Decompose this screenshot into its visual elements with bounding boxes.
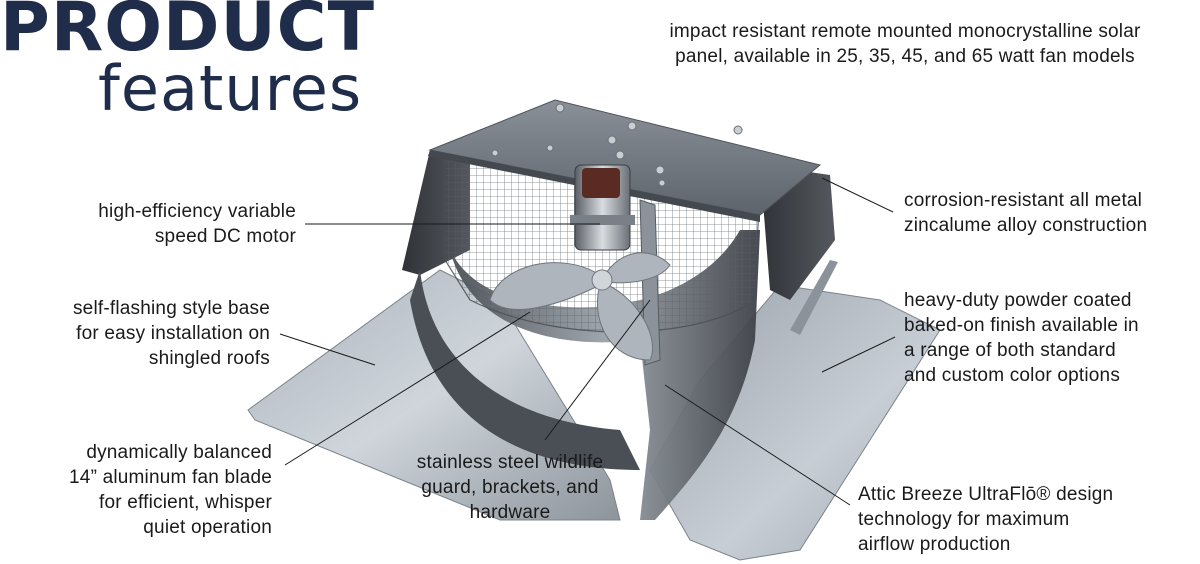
callout-wildlife-guard-line-1: stainless steel wildlife [416, 452, 604, 473]
callout-base-line-1: self-flashing style base [72, 298, 270, 319]
callout-wildlife-guard: stainless steel wildlife guard, brackets… [385, 450, 635, 525]
callout-solar-panel: impact resistant remote mounted monocrys… [615, 19, 1195, 69]
leader-lines [279, 177, 896, 506]
callout-construction-line-1: corrosion-resistant all metal [904, 190, 1143, 211]
callout-fan-blade-line-2: 14” aluminum fan blade [69, 467, 272, 488]
callout-wildlife-guard-line-2: guard, brackets, and [421, 477, 599, 498]
callout-wildlife-guard-line-3: hardware [469, 502, 551, 523]
callout-base-line-2: for easy installation on [76, 323, 270, 344]
callout-design-line-2: technology for maximum [858, 509, 1070, 530]
callout-finish-line-2: baked-on finish available in [904, 315, 1139, 336]
callout-fan-blade-line-4: quiet operation [143, 517, 272, 538]
callout-solar-panel-line-1: impact resistant remote mounted monocrys… [669, 21, 1141, 42]
callout-base-line-3: shingled roofs [148, 348, 270, 369]
flashing-base-left [247, 269, 621, 521]
hood-top [428, 99, 822, 216]
callout-finish: heavy-duty powder coated baked-on finish… [904, 288, 1194, 388]
bolts [491, 103, 743, 187]
callout-motor-line-1: high-efficiency variable [98, 201, 296, 222]
callout-motor: high-efficiency variable speed DC motor [30, 199, 296, 249]
callout-base: self-flashing style base for easy instal… [20, 296, 270, 371]
fan-blade [489, 252, 671, 361]
callout-motor-line-2: speed DC motor [154, 226, 296, 247]
callout-construction-line-2: zincalume alloy construction [904, 215, 1148, 236]
callout-design: Attic Breeze UltraFlō® design technology… [858, 482, 1188, 557]
callout-finish-line-3: a range of both standard [904, 340, 1116, 361]
callout-fan-blade-line-3: for efficient, whisper [98, 492, 272, 513]
callout-finish-line-4: and custom color options [904, 365, 1121, 386]
title-product: PRODUCT [0, 0, 375, 67]
callout-fan-blade: dynamically balanced 14” aluminum fan bl… [10, 440, 272, 540]
title-features: features [98, 52, 363, 125]
callout-design-line-1: Attic Breeze UltraFlō® design [858, 484, 1114, 505]
callout-finish-line-1: heavy-duty powder coated [904, 290, 1132, 311]
callout-design-line-3: airflow production [858, 534, 1011, 555]
callout-fan-blade-line-1: dynamically balanced [86, 442, 272, 463]
callout-construction: corrosion-resistant all metal zincalume … [904, 188, 1194, 238]
callout-solar-panel-line-2: panel, available in 25, 35, 45, and 65 w… [675, 46, 1135, 67]
